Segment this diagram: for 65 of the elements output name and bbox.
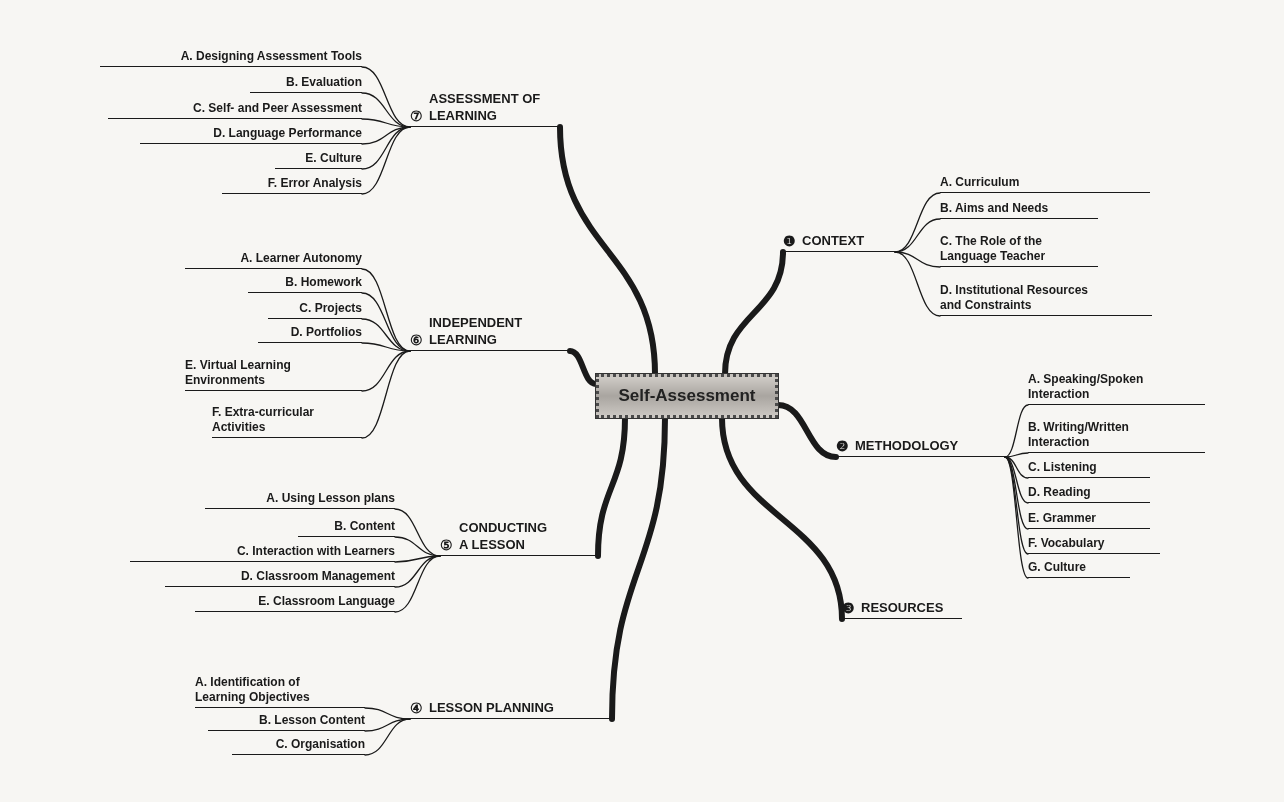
- subtopic: B. Lesson Content: [208, 709, 365, 731]
- branch-title: INDEPENDENT LEARNING: [429, 315, 524, 349]
- branch-line: [361, 126, 411, 145]
- branch-number: ❷: [836, 436, 849, 455]
- branch-line: [1004, 404, 1029, 458]
- branch-line: [394, 536, 441, 557]
- branch-title: ASSESSMENT OF LEARNING: [429, 91, 542, 125]
- branch-title: CONTEXT: [802, 233, 866, 250]
- subtopic: B. Aims and Needs: [940, 197, 1098, 219]
- branch-line: [364, 718, 411, 756]
- branch-line: [394, 555, 441, 613]
- branch-line: [361, 126, 411, 195]
- central-topic-title: Self-Assessment: [618, 386, 756, 406]
- branch-line: [894, 218, 941, 253]
- subtopic: F. Vocabulary: [1028, 532, 1160, 554]
- subtopic: B. Content: [298, 515, 395, 537]
- subtopic: C. Projects: [268, 297, 362, 319]
- branch-number: ❶: [783, 231, 796, 250]
- branch-number: ⑤: [440, 535, 453, 554]
- branch-line: [394, 555, 441, 588]
- branch-line: [894, 251, 941, 317]
- subtopic: E. Culture: [275, 148, 362, 169]
- branch-line: [1004, 456, 1029, 579]
- branch-title: METHODOLOGY: [855, 438, 960, 455]
- subtopic: B. Homework: [248, 272, 362, 293]
- branch-line: [1004, 456, 1029, 479]
- branch-line: [364, 707, 411, 720]
- branch-title: LESSON PLANNING: [429, 700, 555, 717]
- subtopic: D. Reading: [1028, 482, 1150, 503]
- subtopic: E. Virtual Learning Environments: [185, 345, 362, 391]
- subtopic: E. Classroom Language: [195, 590, 395, 612]
- branch-line: [361, 350, 411, 439]
- branch-line: [1004, 452, 1029, 458]
- branch-line: [894, 251, 941, 268]
- subtopic: F. Extra-curricular Activities: [212, 394, 362, 438]
- subtopic: D. Portfolios: [258, 321, 362, 343]
- subtopic: A. Designing Assessment Tools: [100, 46, 362, 67]
- subtopic: A. Learner Autonomy: [185, 247, 362, 269]
- subtopic: D. Classroom Management: [165, 565, 395, 587]
- subtopic: A. Speaking/Spoken Interaction: [1028, 362, 1205, 405]
- subtopic: B. Writing/Written Interaction: [1028, 410, 1205, 453]
- subtopic: C. Organisation: [232, 733, 365, 755]
- branch-line: [361, 342, 411, 352]
- branch-line: [1004, 456, 1029, 504]
- subtopic: E. Grammer: [1028, 507, 1150, 529]
- branch-number: ⑥: [410, 330, 423, 349]
- subtopic: D. Language Performance: [140, 122, 362, 144]
- subtopic: C. Self- and Peer Assessment: [108, 97, 362, 119]
- branch-line: [361, 350, 411, 392]
- subtopic: G. Culture: [1028, 557, 1130, 578]
- branch-title: CONDUCTING A LESSON: [459, 520, 549, 554]
- subtopic: F. Error Analysis: [222, 173, 362, 194]
- subtopic: C. Listening: [1028, 457, 1150, 478]
- subtopic: A. Identification of Learning Objectives: [195, 663, 365, 708]
- central-topic-box: [596, 374, 778, 418]
- subtopic: D. Institutional Resources and Constraints: [940, 271, 1152, 316]
- branch-number: ④: [410, 698, 423, 717]
- branch-number: ⑦: [410, 106, 423, 125]
- subtopic: C. Interaction with Learners: [130, 540, 395, 562]
- subtopic: C. The Role of the Language Teacher: [940, 221, 1098, 267]
- subtopic: A. Curriculum: [940, 172, 1150, 193]
- branch-title: RESOURCES: [861, 600, 945, 617]
- subtopic: A. Using Lesson plans: [205, 487, 395, 509]
- branch-line: [361, 118, 411, 128]
- subtopic: B. Evaluation: [250, 72, 362, 93]
